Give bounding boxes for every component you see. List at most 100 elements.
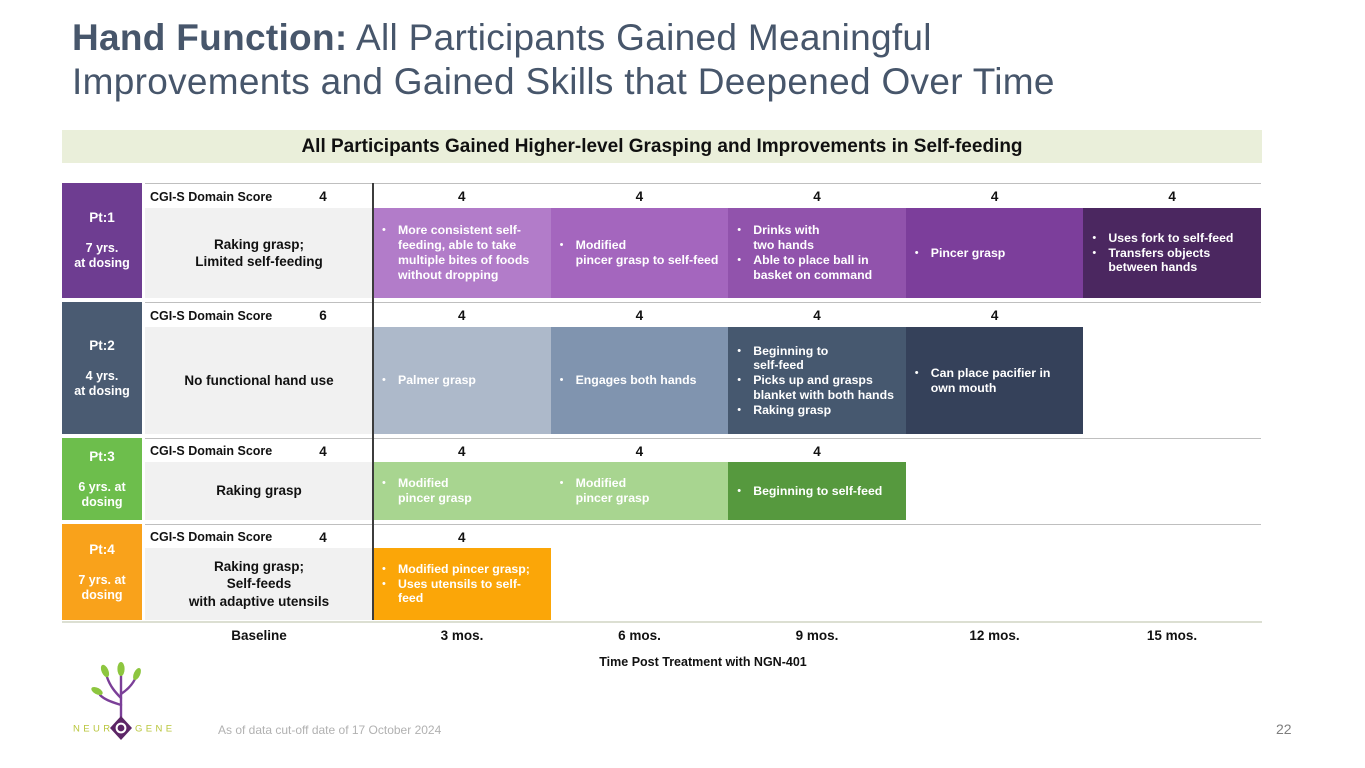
bullet-text: Uses fork to self-feed [1108,230,1234,245]
neurogene-logo: NEUR GENE [73,662,172,740]
baseline-cell: Raking grasp; Limited self-feeding [145,208,373,298]
patient-age-line: dosing [81,494,123,509]
patient-age-line: 7 yrs. at [78,572,126,587]
bullet-item: • Transfers objects between hands [1092,246,1255,276]
axis-label-12mos: 12 mos. [969,628,1020,643]
bullet-icon: • [382,224,386,237]
logo-text-right: GENE [135,724,172,735]
logo-text-left: NEUR [73,724,114,735]
bullet-text: Engages both hands [575,373,697,388]
axis-label-9mos: 9 mos. [795,628,839,643]
patient-age-line: 6 yrs. at [78,479,126,494]
title-line1: All Participants Gained Meaningful [347,17,932,58]
bullet-icon: • [382,562,386,575]
bullet-text: Pincer grasp [930,245,1006,260]
bullet-text: Modified pincer grasp [398,476,472,505]
score-value: 4 [458,529,466,545]
timeline-cell: •More consistent self-feeding, able to t… [373,208,551,298]
patient-age-line: 4 yrs. [85,368,119,383]
subtitle-banner: All Participants Gained Higher-level Gra… [62,130,1262,163]
score-value: 4 [813,308,821,323]
patient-age: 7 yrs.at dosing [74,241,130,271]
axis-label-3mos: 3 mos. [440,628,484,643]
bullet-item: •Modified pincer grasp to self-feed [560,238,723,268]
bullet-text: Palmer grasp [398,373,476,388]
score-value-baseline: 4 [319,189,327,204]
score-value-baseline: 4 [319,529,327,545]
score-value: 4 [458,443,466,459]
baseline-text-line: No functional hand use [184,372,334,388]
data-cutoff-note: As of data cut-off date of 17 October 20… [218,723,442,737]
bullet-text: Transfers objects between hands [1108,245,1211,275]
baseline-text-line: Limited self-feeding [195,254,323,269]
timeline-cell: •Modified pincer grasp to self-feed [550,208,729,298]
bullet-icon: • [559,374,564,387]
baseline-text-line: Raking grasp; [213,236,305,252]
timeline-cell: • Engages both hands [550,327,729,434]
patient-age: 4 yrs.at dosing [74,369,130,399]
bullet-text: Able to place ball in basket on command [753,253,873,282]
bullet-text: Modified pincer grasp [575,476,650,505]
patient-id: Pt:3 [89,448,115,464]
bullet-icon: • [737,254,742,266]
baseline-cell: No functional hand use [145,327,373,434]
baseline-divider-line [372,183,374,620]
bullet-item: •Uses fork to self-feed [1092,231,1255,246]
timeline-cell: • Beginning to self-feed•Picks up and gra… [728,327,906,434]
page-number: 22 [1276,721,1292,737]
baseline-text-line: with adaptive utensils [188,593,330,609]
score-value: 4 [458,308,466,323]
bullet-icon: • [382,477,386,490]
bullet-icon: • [737,403,742,416]
score-value: 4 [635,189,644,204]
timeline-cell: •Drinks with two hands• Able to place bal… [728,208,906,298]
bullet-item: • Uses utensils to self-feed [382,577,545,607]
baseline-text-line: Raking grasp; [213,558,305,574]
bullet-text: Drinks with two hands [753,223,820,253]
timeline-cell: • Modified pincer grasp; • Uses utensils to… [373,548,551,620]
timeline-cell: •Beginning to self-feed [728,462,906,520]
bullet-icon: • [382,577,386,590]
timeline-cell: • Modified pincer grasp [373,462,551,520]
bullet-icon: • [1092,246,1097,259]
score-value: 4 [1168,189,1176,204]
bullet-text: Uses utensils to self-feed [398,576,522,606]
score-value: 4 [458,189,466,204]
axis-label-6mos: 6 mos. [618,628,661,643]
axis-title: Time Post Treatment with NGN-401 [599,655,807,669]
score-value-baseline: 4 [319,443,327,459]
bullet-icon: • [382,374,386,387]
logo-wordmark: NEUR GENE [73,724,172,735]
patient-id: Pt:4 [89,541,115,557]
page-title: Hand Function: All Participants Gained M… [72,16,1312,104]
score-value: 4 [813,189,821,204]
bullet-item: • Modified pincer grasp [382,476,545,506]
patient-id: Pt:1 [89,210,115,225]
score-label: CGI-S Domain Score [150,308,273,323]
axis-label-15mos: 15 mos. [1146,628,1198,643]
title-emphasis: Hand Function: [72,17,348,58]
timeline-cell: • Palmer grasp [373,327,551,434]
bullet-item: •Drinks with two hands [737,223,900,253]
score-label: CGI-S Domain Score [150,444,273,458]
score-value: 4 [813,443,821,459]
bullet-text: Raking grasp [753,402,832,417]
bullet-item: •Picks up and grasps blanket with both h… [737,373,900,403]
score-value: 4 [635,308,644,323]
bullet-text: Can place pacifier in own mouth [930,365,1051,395]
bullet-text: Beginning to self-feed [753,343,829,373]
timeline-cell: • Modified pincer grasp [550,462,729,520]
bullet-icon: • [559,477,564,490]
bullet-text: Modified pincer grasp to self-feed [575,238,719,267]
bullet-icon: • [914,246,919,259]
bullet-item: • Engages both hands [560,373,723,388]
bullet-text: Modified pincer grasp; [398,561,530,576]
